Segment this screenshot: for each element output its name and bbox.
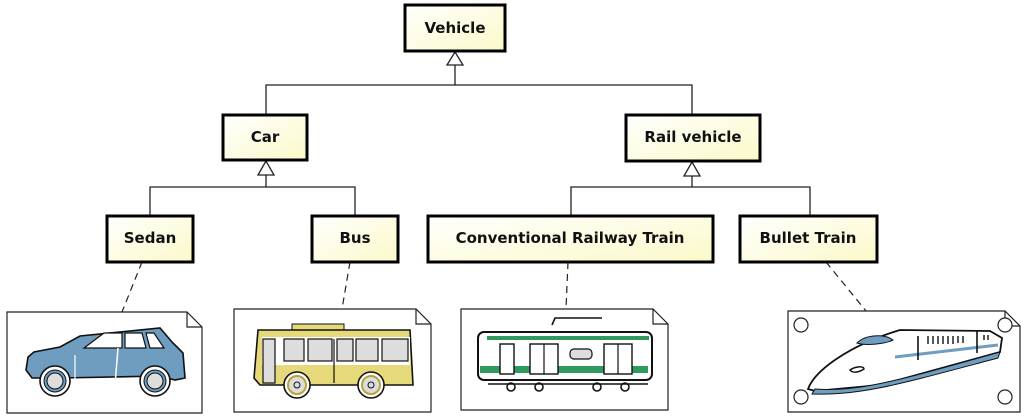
bullet-train-icon xyxy=(806,329,1003,395)
anchor-bullet xyxy=(825,261,867,312)
class-sedan[interactable]: Sedan xyxy=(105,214,195,264)
class-rail-vehicle[interactable]: Rail vehicle xyxy=(624,113,762,163)
sedan-car-icon xyxy=(25,327,186,397)
note-bus[interactable] xyxy=(233,308,432,413)
class-bus[interactable]: Bus xyxy=(310,214,400,264)
class-label: Rail vehicle xyxy=(644,128,741,146)
note-sedan[interactable] xyxy=(6,311,203,414)
edge-car-children xyxy=(149,186,356,216)
bus-icon xyxy=(253,323,414,399)
corner-circles xyxy=(793,317,1013,405)
anchor-sedan xyxy=(121,261,143,313)
class-label: Conventional Railway Train xyxy=(456,229,685,247)
inheritance-arrowheads xyxy=(256,50,702,177)
class-car[interactable]: Car xyxy=(221,113,309,162)
edge-vehicle-car-rail xyxy=(265,84,693,115)
note-anchors xyxy=(121,261,867,313)
arrowhead-rail xyxy=(682,160,702,177)
class-label: Sedan xyxy=(124,229,177,247)
class-label: Bullet Train xyxy=(760,229,857,247)
class-label: Car xyxy=(251,128,280,146)
class-label: Vehicle xyxy=(425,19,486,37)
class-label: Bus xyxy=(339,229,370,247)
arrowhead-car xyxy=(256,159,276,176)
note-conventional-railway-train[interactable] xyxy=(460,308,669,411)
class-conventional-railway-train[interactable]: Conventional Railway Train xyxy=(426,214,715,264)
anchor-bus xyxy=(341,261,351,310)
generalization-lines xyxy=(149,65,811,216)
commuter-train-icon xyxy=(477,317,653,392)
arrowhead-vehicle xyxy=(445,50,465,66)
edge-rail-children xyxy=(570,186,811,216)
note-bullet-train[interactable] xyxy=(787,310,1021,413)
anchor-conventional xyxy=(565,261,569,310)
class-vehicle[interactable]: Vehicle xyxy=(403,3,507,53)
class-bullet-train[interactable]: Bullet Train xyxy=(738,214,879,264)
